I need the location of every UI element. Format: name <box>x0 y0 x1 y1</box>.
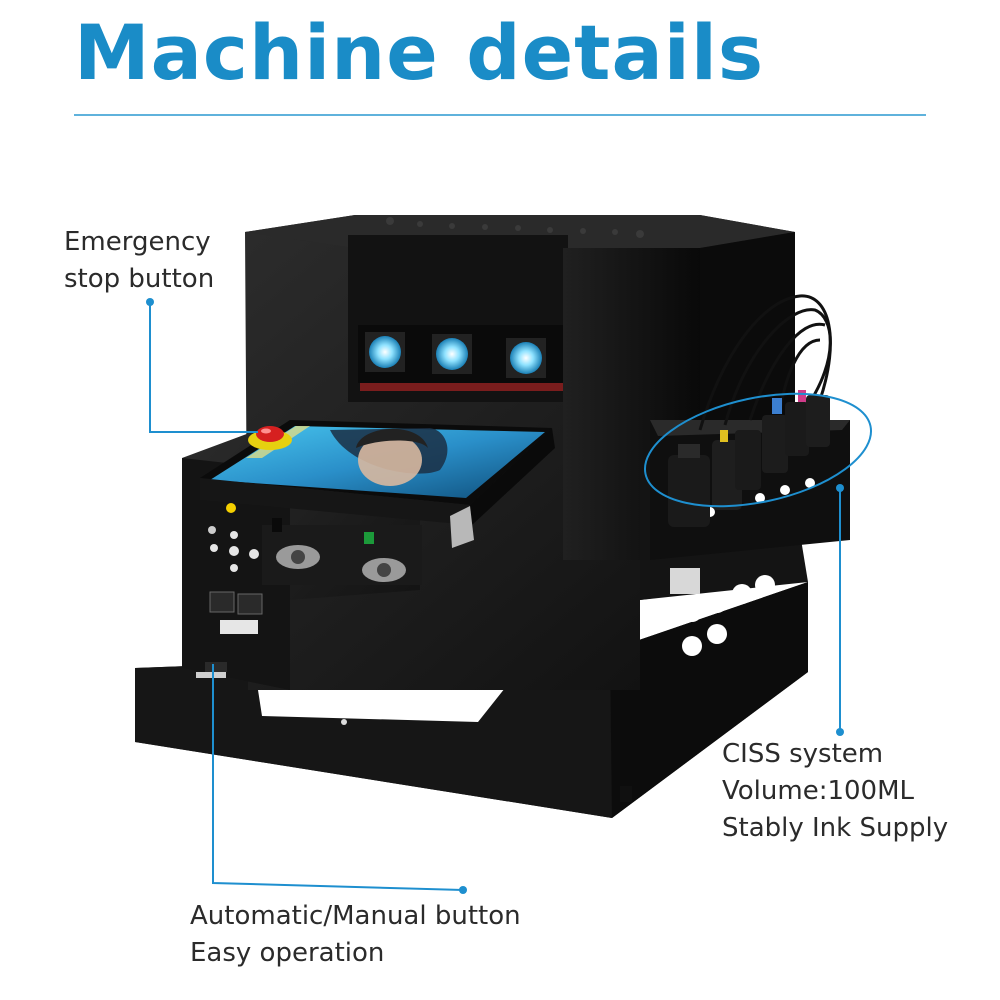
leader-lines <box>149 302 841 891</box>
ciss-label-line: CISS system <box>722 739 884 769</box>
leader-dot <box>836 728 844 736</box>
leader-dot <box>146 298 154 306</box>
auto-leader-line <box>212 664 464 891</box>
ciss-label-line: Volume:100ML <box>722 776 915 806</box>
emergency-label-line: Emergency <box>64 227 211 257</box>
auto-label-line: Automatic/Manual button <box>190 901 521 931</box>
page-title: Machine details <box>74 8 765 97</box>
emergency-label-line: stop button <box>64 264 215 294</box>
ciss-highlight-ellipse <box>643 392 873 508</box>
tray-carriage <box>262 506 474 585</box>
leader-dot <box>459 886 467 894</box>
ciss-system-label: CISS system Volume:100ML Stably Ink Supp… <box>722 736 948 847</box>
emergency-stop-icon <box>248 426 292 450</box>
leader-dots <box>146 298 844 894</box>
cooling-fans <box>365 332 546 378</box>
ciss-label-line: Stably Ink Supply <box>722 813 949 843</box>
emergency-stop-label: Emergency stop button <box>64 224 214 298</box>
ink-bottles <box>668 294 832 527</box>
auto-manual-label: Automatic/Manual button Easy operation <box>190 898 521 972</box>
title-divider <box>74 114 926 116</box>
emergency-leader-line <box>149 302 258 433</box>
auto-label-line: Easy operation <box>190 938 385 968</box>
leader-dot <box>836 484 844 492</box>
